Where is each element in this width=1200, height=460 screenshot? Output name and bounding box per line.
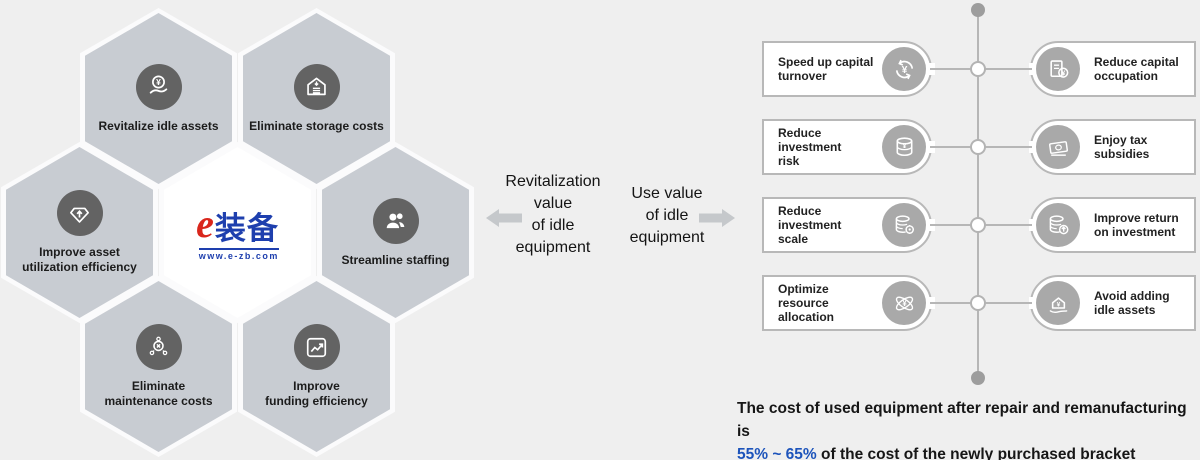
hexagon-revitalize-idle-assets: ¥ Revitalize idle assets [80,8,237,189]
hexagon-body: Eliminate storage costs [243,13,390,184]
svg-text:¥: ¥ [1061,68,1066,77]
use-value-label: Use value of idle equipment [629,185,705,246]
timeline-node [970,217,986,233]
footnote-line1: The cost of used equipment after repair … [737,400,1187,440]
timeline-node [970,139,986,155]
benefit-label: Enjoy tax subsidies [1094,133,1150,161]
logo-row: e 装备 [196,201,279,246]
footnote-rest: of the cost of the newly purchased brack… [816,446,1136,460]
hexagon-body: ¥ Revitalize idle assets [85,13,232,184]
cost-footnote: The cost of used equipment after repair … [737,397,1197,460]
hexagon-body: Eliminate maintenance costs [85,281,232,452]
coins-gear-icon [882,203,926,247]
benefit-label: Reduce capital occupation [1094,55,1179,83]
svg-text:¥: ¥ [156,77,161,87]
benefit-label: Reduce investment scale [778,204,842,246]
right-block-arrow-icon [699,209,735,227]
hexagon-body: Improve asset utilization efficiency [6,147,153,318]
svg-text:¥: ¥ [901,64,907,75]
border-gap [1029,297,1039,309]
hexagon-body: e 装备 www.e-zb.com [164,147,311,318]
coins-up-icon [1036,203,1080,247]
atom-yen-icon: ¥ [882,281,926,325]
timeline-vertical-line [977,10,979,378]
chart-icon [293,324,340,370]
footnote-highlight: 55% ~ 65% [737,446,817,460]
gem-up-icon [56,190,103,236]
hexagon-label: Eliminate storage costs [249,118,384,133]
benefit-label: Improve return on investment [1094,211,1179,239]
border-gap [1029,63,1039,75]
hexagon-label: Improve funding efficiency [265,379,368,408]
logo-website-url: www.e-zb.com [198,248,279,261]
svg-text:¥: ¥ [1056,301,1060,308]
benefit-label: Optimize resource allocation [778,282,835,324]
border-gap [1029,141,1039,153]
hexagon-body: Streamline staffing [322,147,469,318]
hexagon-label: Revitalize idle assets [98,118,219,133]
benefit-label: Speed up capital turnover [778,55,874,83]
hexagon-improve-funding-efficiency: Improve funding efficiency [238,276,395,457]
footnote-line2: 55% ~ 65% of the cost of the newly purch… [737,443,1197,460]
border-gap [1029,219,1039,231]
gear-x-icon [135,324,182,370]
timeline-node [970,61,986,77]
svg-text:¥: ¥ [902,299,907,308]
svg-text:¥: ¥ [902,142,906,149]
hexagon-label: Eliminate maintenance costs [104,379,213,408]
cash-icon [1036,125,1080,169]
logo-e-mark: e [196,201,214,246]
benefit-label: Avoid adding idle assets [1094,289,1170,317]
yen-refresh-icon: ¥ [882,47,926,91]
timeline-bottom-dot [971,371,985,385]
hexagon-label: Improve asset utilization efficiency [22,245,137,274]
coins-yen-icon: ¥ [882,125,926,169]
house-hand-icon: ¥ [1036,281,1080,325]
timeline-node [970,295,986,311]
hexagon-streamline-staffing: Streamline staffing [317,142,474,323]
hexagon-body: Improve funding efficiency [243,281,390,452]
people-icon [372,197,419,244]
doc-yen-icon: ¥ [1036,47,1080,91]
hexagon-eliminate-maintenance-costs: Eliminate maintenance costs [80,276,237,457]
warehouse-icon [293,63,340,110]
benefit-label: Reduce investment risk [778,126,842,168]
hand-coin-icon: ¥ [135,63,182,110]
hexagon-label: Streamline staffing [341,252,450,267]
revitalization-value-label: Revitalization value of idle equipment [505,173,601,256]
logo-chinese-name: 装备 [214,211,279,246]
timeline-top-dot [971,3,985,17]
company-logo: e 装备 www.e-zb.com [196,204,279,261]
left-block-arrow-icon [486,209,522,227]
